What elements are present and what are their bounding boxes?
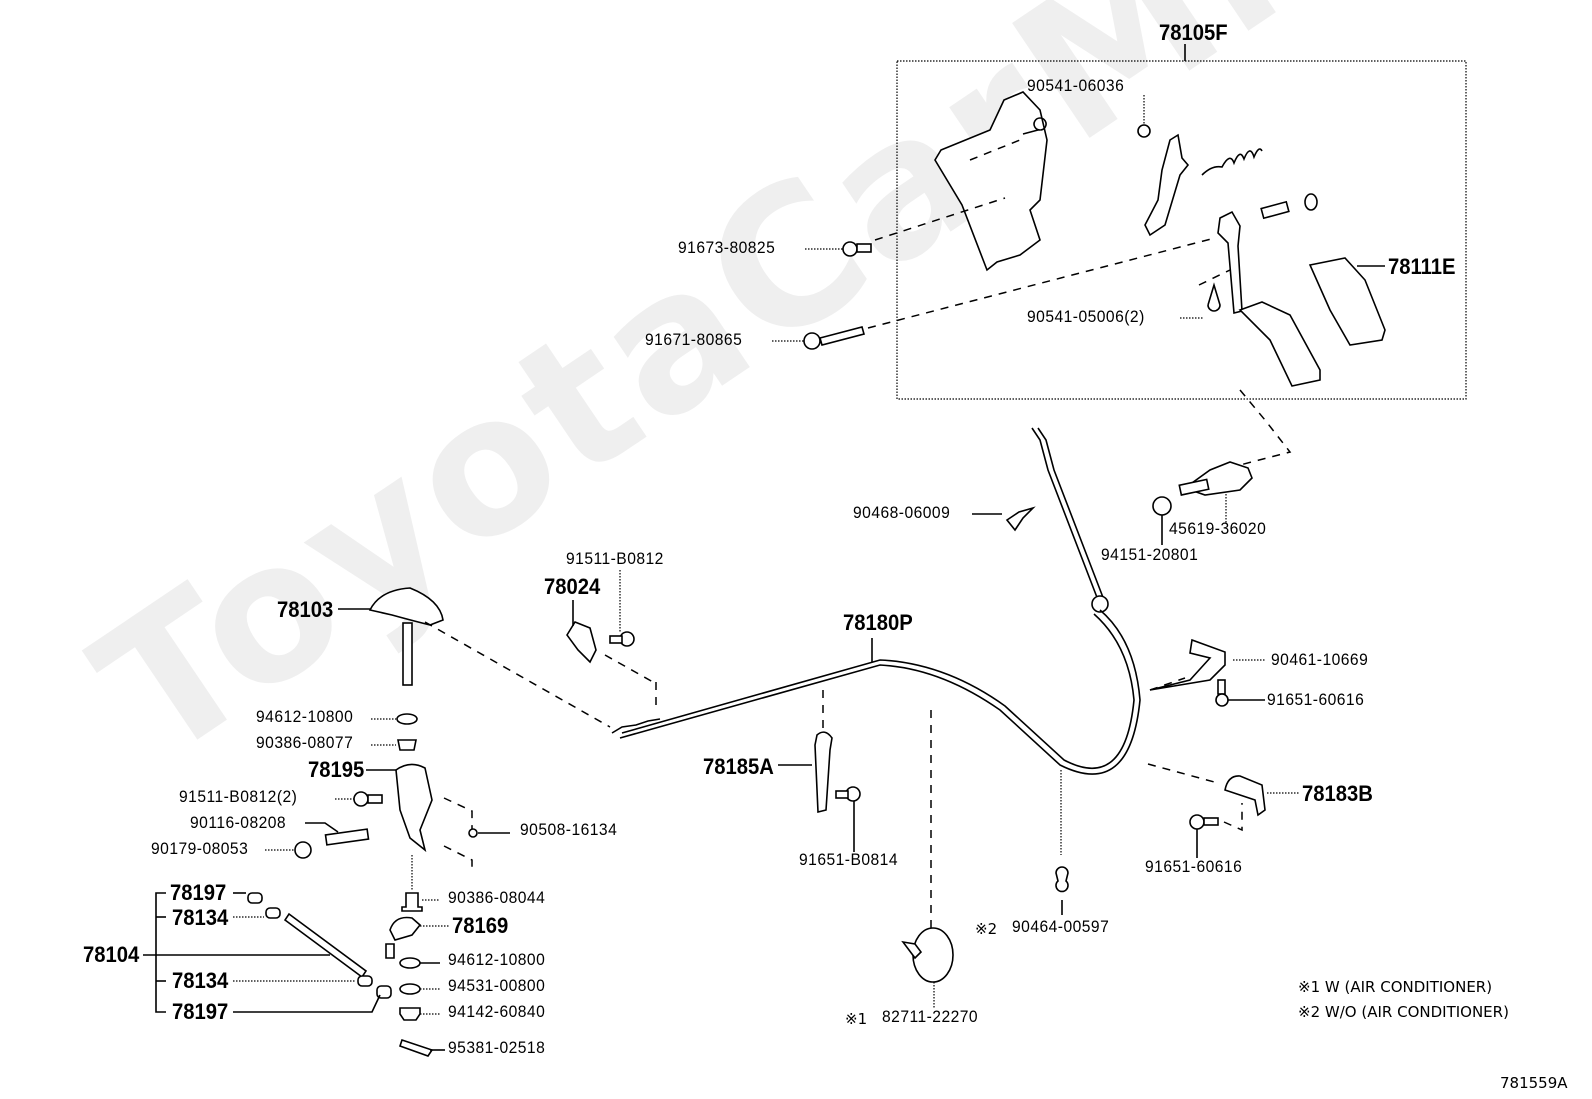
label-94612-10800-a[interactable]: 94612-10800 bbox=[256, 707, 354, 726]
label-90468-06009[interactable]: 90468-06009 bbox=[853, 503, 951, 522]
pedal-arm bbox=[1217, 210, 1243, 315]
clamp-90461 bbox=[1149, 638, 1226, 691]
label-78183B[interactable]: 78183B bbox=[1302, 781, 1373, 806]
bolt-91511-B0812-2-icon bbox=[353, 791, 383, 807]
stopper-bolt-45619-icon bbox=[1178, 461, 1253, 496]
bolt-91511-B0812-icon bbox=[609, 631, 635, 647]
footnote-1-mark: ※1 bbox=[1298, 978, 1321, 996]
label-78180P[interactable]: 78180P bbox=[843, 610, 913, 635]
label-82711-22270[interactable]: 82711-22270 bbox=[882, 1007, 979, 1026]
label-95381-02518[interactable]: 95381-02518 bbox=[448, 1038, 546, 1057]
pedal-plate bbox=[1238, 301, 1321, 387]
label-90461-10669[interactable]: 90461-10669 bbox=[1271, 650, 1369, 669]
bolt-91651-60616-a-icon bbox=[1215, 679, 1229, 707]
label-90541-05006[interactable]: 90541-05006(2) bbox=[1027, 307, 1145, 326]
washer-94612-icon bbox=[396, 713, 418, 725]
label-78105F[interactable]: 78105F bbox=[1159, 20, 1228, 45]
lever-arm bbox=[1144, 133, 1190, 237]
cable-upper-end bbox=[1031, 427, 1099, 601]
accelerator-cable-78180P bbox=[619, 609, 1141, 775]
washer-94612-b-icon bbox=[399, 957, 421, 969]
label-78169[interactable]: 78169 bbox=[452, 913, 509, 938]
assembly-box-78105F bbox=[896, 60, 1467, 400]
lever-78169 bbox=[389, 916, 422, 941]
label-45619-36020[interactable]: 45619-36020 bbox=[1169, 519, 1267, 538]
bolt-91651-60616-b-icon bbox=[1189, 814, 1219, 830]
footnote-2: ※2 W/O (AIR CONDITIONER) bbox=[1298, 1003, 1509, 1021]
note-mark-2: ※2 bbox=[975, 920, 998, 938]
bolt-91673-80825-icon bbox=[842, 241, 872, 257]
end-78134-a-icon bbox=[265, 907, 281, 919]
label-78134-a[interactable]: 78134 bbox=[172, 905, 229, 930]
label-78197-b[interactable]: 78197 bbox=[172, 999, 229, 1024]
pedal-pad-78111E bbox=[1308, 257, 1386, 346]
bushing-90386-08044-icon bbox=[401, 892, 423, 912]
label-78111E[interactable]: 78111E bbox=[1388, 254, 1456, 279]
bolt-icon bbox=[1022, 117, 1047, 135]
bracket-78024 bbox=[566, 621, 597, 664]
label-78185A[interactable]: 78185A bbox=[703, 754, 774, 779]
label-90541-06036[interactable]: 90541-06036 bbox=[1027, 76, 1125, 95]
nut-90179-icon bbox=[294, 841, 312, 859]
label-91651-60616-b[interactable]: 91651-60616 bbox=[1145, 857, 1243, 876]
stopper-icon bbox=[1207, 282, 1221, 312]
label-94151-20801[interactable]: 94151-20801 bbox=[1101, 545, 1199, 564]
drawing-code: 781559A bbox=[1500, 1074, 1568, 1092]
washer-94531-icon bbox=[399, 983, 421, 995]
bolt-91671-80865-icon bbox=[803, 326, 865, 350]
clamp-78183B bbox=[1224, 775, 1266, 817]
rod-78104 bbox=[283, 912, 368, 979]
footnote-1: ※1 W (AIR CONDITIONER) bbox=[1298, 978, 1492, 996]
label-91673-80825[interactable]: 91673-80825 bbox=[678, 238, 776, 257]
footnote-2-mark: ※2 bbox=[1298, 1003, 1321, 1021]
bracket-78195 bbox=[395, 763, 433, 853]
stud-90116-icon bbox=[324, 828, 370, 846]
label-78104[interactable]: 78104 bbox=[83, 942, 140, 967]
pin-icon bbox=[1260, 200, 1290, 220]
clip-icon bbox=[1137, 124, 1151, 138]
end-78197-a-icon bbox=[247, 892, 263, 904]
label-91511-B0812[interactable]: 91511-B0812 bbox=[566, 549, 664, 568]
pedal-bracket bbox=[934, 91, 1048, 272]
bolt-91651-B0814-icon bbox=[835, 786, 861, 802]
footnote-2-text: W/O (AIR CONDITIONER) bbox=[1324, 1003, 1509, 1021]
label-94142-60840[interactable]: 94142-60840 bbox=[448, 1002, 546, 1021]
footnote-1-text: W (AIR CONDITIONER) bbox=[1324, 978, 1493, 996]
nut-94142-icon bbox=[399, 1007, 421, 1021]
label-78195[interactable]: 78195 bbox=[308, 757, 365, 782]
end-78134-b-icon bbox=[357, 975, 373, 987]
label-90386-08044[interactable]: 90386-08044 bbox=[448, 888, 546, 907]
clamp-78185A bbox=[814, 731, 833, 814]
label-94612-10800-b[interactable]: 94612-10800 bbox=[448, 950, 546, 969]
note-mark-1: ※1 bbox=[845, 1010, 868, 1028]
washer-icon bbox=[1304, 193, 1318, 211]
bushing-90386-icon bbox=[397, 739, 417, 751]
label-78197-a[interactable]: 78197 bbox=[170, 880, 227, 905]
label-91671-80865[interactable]: 91671-80865 bbox=[645, 330, 743, 349]
label-78134-b[interactable]: 78134 bbox=[172, 968, 229, 993]
lever-78103 bbox=[368, 587, 444, 626]
label-91651-B0814[interactable]: 91651-B0814 bbox=[799, 850, 898, 869]
label-90116-08208[interactable]: 90116-08208 bbox=[190, 813, 287, 832]
label-90179-08053[interactable]: 90179-08053 bbox=[151, 839, 249, 858]
label-91651-60616-a[interactable]: 91651-60616 bbox=[1267, 690, 1365, 709]
clamp-90464-icon bbox=[1055, 866, 1069, 893]
spring-90508-icon bbox=[468, 828, 478, 838]
label-78024[interactable]: 78024 bbox=[544, 574, 601, 599]
label-94531-00800[interactable]: 94531-00800 bbox=[448, 976, 546, 995]
label-91511-B0812-2[interactable]: 91511-B0812(2) bbox=[179, 787, 298, 806]
label-90386-08077[interactable]: 90386-08077 bbox=[256, 733, 354, 752]
cotter-pin-95381-icon bbox=[398, 1038, 434, 1057]
nut-94151-icon bbox=[1152, 496, 1172, 516]
label-90508-16134[interactable]: 90508-16134 bbox=[520, 820, 618, 839]
label-90464-00597[interactable]: 90464-00597 bbox=[1012, 917, 1110, 936]
spring-icon bbox=[1201, 148, 1263, 176]
label-78103[interactable]: 78103 bbox=[277, 597, 334, 622]
clip-90468-icon bbox=[1005, 506, 1036, 532]
end-78197-b-icon bbox=[376, 985, 392, 999]
